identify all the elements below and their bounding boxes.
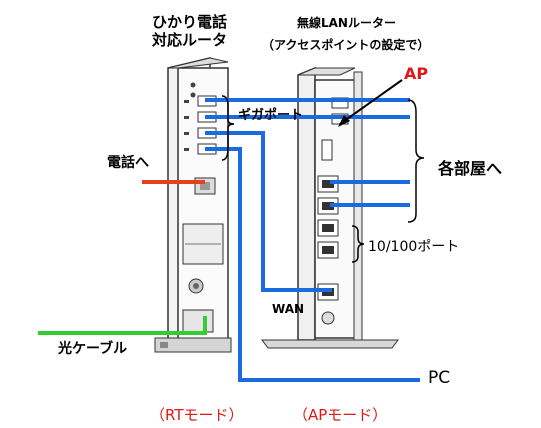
ap-label: AP <box>404 64 429 83</box>
ap-mode-label: （APモード） <box>293 406 388 424</box>
wan-label: WAN <box>272 302 305 316</box>
ap-pointer-arrowhead <box>338 115 350 127</box>
phone-label: 電話へ <box>107 155 149 171</box>
gigabit-brace <box>221 95 235 161</box>
lan-cable-pc <box>205 147 420 382</box>
rt-mode-label: （RTモード） <box>150 406 244 424</box>
each-room-brace <box>407 99 425 223</box>
ap-pointer-line <box>339 79 403 125</box>
lan-cables <box>205 98 420 382</box>
lan-cable-wan <box>205 131 332 292</box>
optical-cable-label: 光ケーブル <box>58 341 128 357</box>
rt-router-title-line1: ひかり電話 <box>152 13 228 31</box>
port-10-100-brace <box>351 225 365 263</box>
ap-router-device <box>261 66 399 349</box>
rt-router-device <box>154 57 232 353</box>
ap-router-title-line1: 無線LANルーター <box>297 16 396 30</box>
ap-router-title-line2: （アクセスポイントの設定で） <box>262 38 430 52</box>
optical-cable <box>38 316 207 335</box>
pc-label: PC <box>428 368 451 388</box>
port-10-100-label: 10/100ポート <box>368 239 460 255</box>
gigabit-port-label: ギガポート <box>238 108 304 123</box>
rt-router-title-line2: 対応ルータ <box>152 31 228 49</box>
rt-router-title: ひかり電話 対応ルータ <box>152 13 227 49</box>
each-room-label: 各部屋へ <box>438 159 503 178</box>
